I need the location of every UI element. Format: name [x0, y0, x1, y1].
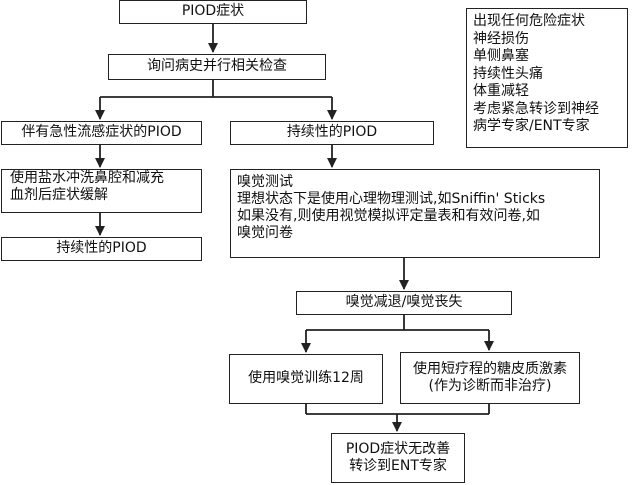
testing-line-4: 嗅觉问卷: [237, 225, 293, 242]
node-acute-label: 伴有急性流感症状的PIOD: [21, 124, 182, 141]
node-training-label: 使用嗅觉训练12周: [248, 370, 364, 387]
node-piod-symptoms-label: PIOD症状: [181, 3, 245, 20]
warning-line-2: 神经损伤: [473, 30, 529, 47]
node-persistent-label: 持续性的PIOD: [286, 124, 378, 141]
node-history-and-exam: 询问病史并行相关检查: [108, 54, 326, 80]
steroid-line-2: (作为诊断而非治疗): [428, 378, 552, 394]
outcome-line-1: PIOD症状无改善: [345, 440, 451, 457]
node-piod-symptoms: PIOD症状: [119, 0, 307, 24]
treatment-line-2: 血剂后症状缓解: [10, 187, 108, 204]
testing-line-2: 理想状态下是使用心理物理测试,如Sniffin' Sticks: [237, 191, 546, 208]
node-olfactory-training: 使用嗅觉训练12周: [229, 354, 383, 404]
node-no-improvement-referral: PIOD症状无改善 转诊到ENT专家: [331, 433, 465, 483]
treatment-line-1: 使用盐水冲洗鼻腔和减充: [10, 170, 164, 186]
warning-line-7: 病学专家/ENT专家: [473, 118, 590, 134]
node-corticosteroid: 使用短疗程的糖皮质激素 (作为诊断而非治疗): [400, 352, 580, 404]
node-acute-persistent-label: 持续性的PIOD: [56, 240, 147, 257]
testing-line-1: 嗅觉测试: [237, 174, 293, 190]
outcome-line-2: 转诊到ENT专家: [349, 458, 447, 474]
warning-line-6: 考虑紧急转诊到神经: [473, 100, 599, 117]
node-history-label: 询问病史并行相关检查: [147, 58, 287, 75]
warning-line-3: 单侧鼻塞: [473, 48, 529, 64]
node-acute-flu-piod: 伴有急性流感症状的PIOD: [1, 121, 202, 145]
node-acute-persistent-piod: 持续性的PIOD: [1, 237, 202, 261]
node-hyposmia-anosmia: 嗅觉减退/嗅觉丧失: [296, 291, 512, 315]
node-red-flag-symptoms: 出现任何危险症状 神经损伤 单侧鼻塞 持续性头痛 体重减轻 考虑紧急转诊到神经 …: [466, 8, 628, 148]
node-loss-label: 嗅觉减退/嗅觉丧失: [345, 294, 463, 311]
warning-line-4: 持续性头痛: [473, 65, 543, 82]
warning-line-5: 体重减轻: [473, 83, 529, 99]
node-smell-testing: 嗅觉测试 理想状态下是使用心理物理测试,如Sniffin' Sticks 如果没…: [230, 169, 600, 258]
testing-line-3: 如果没有,则使用视觉模拟评定量表和有效问卷,如: [237, 208, 540, 225]
steroid-line-1: 使用短疗程的糖皮质激素: [413, 360, 567, 377]
warning-line-1: 出现任何危险症状: [473, 13, 585, 29]
node-persistent-piod: 持续性的PIOD: [230, 121, 434, 145]
node-saline-treatment: 使用盐水冲洗鼻腔和减充 血剂后症状缓解: [1, 169, 202, 213]
